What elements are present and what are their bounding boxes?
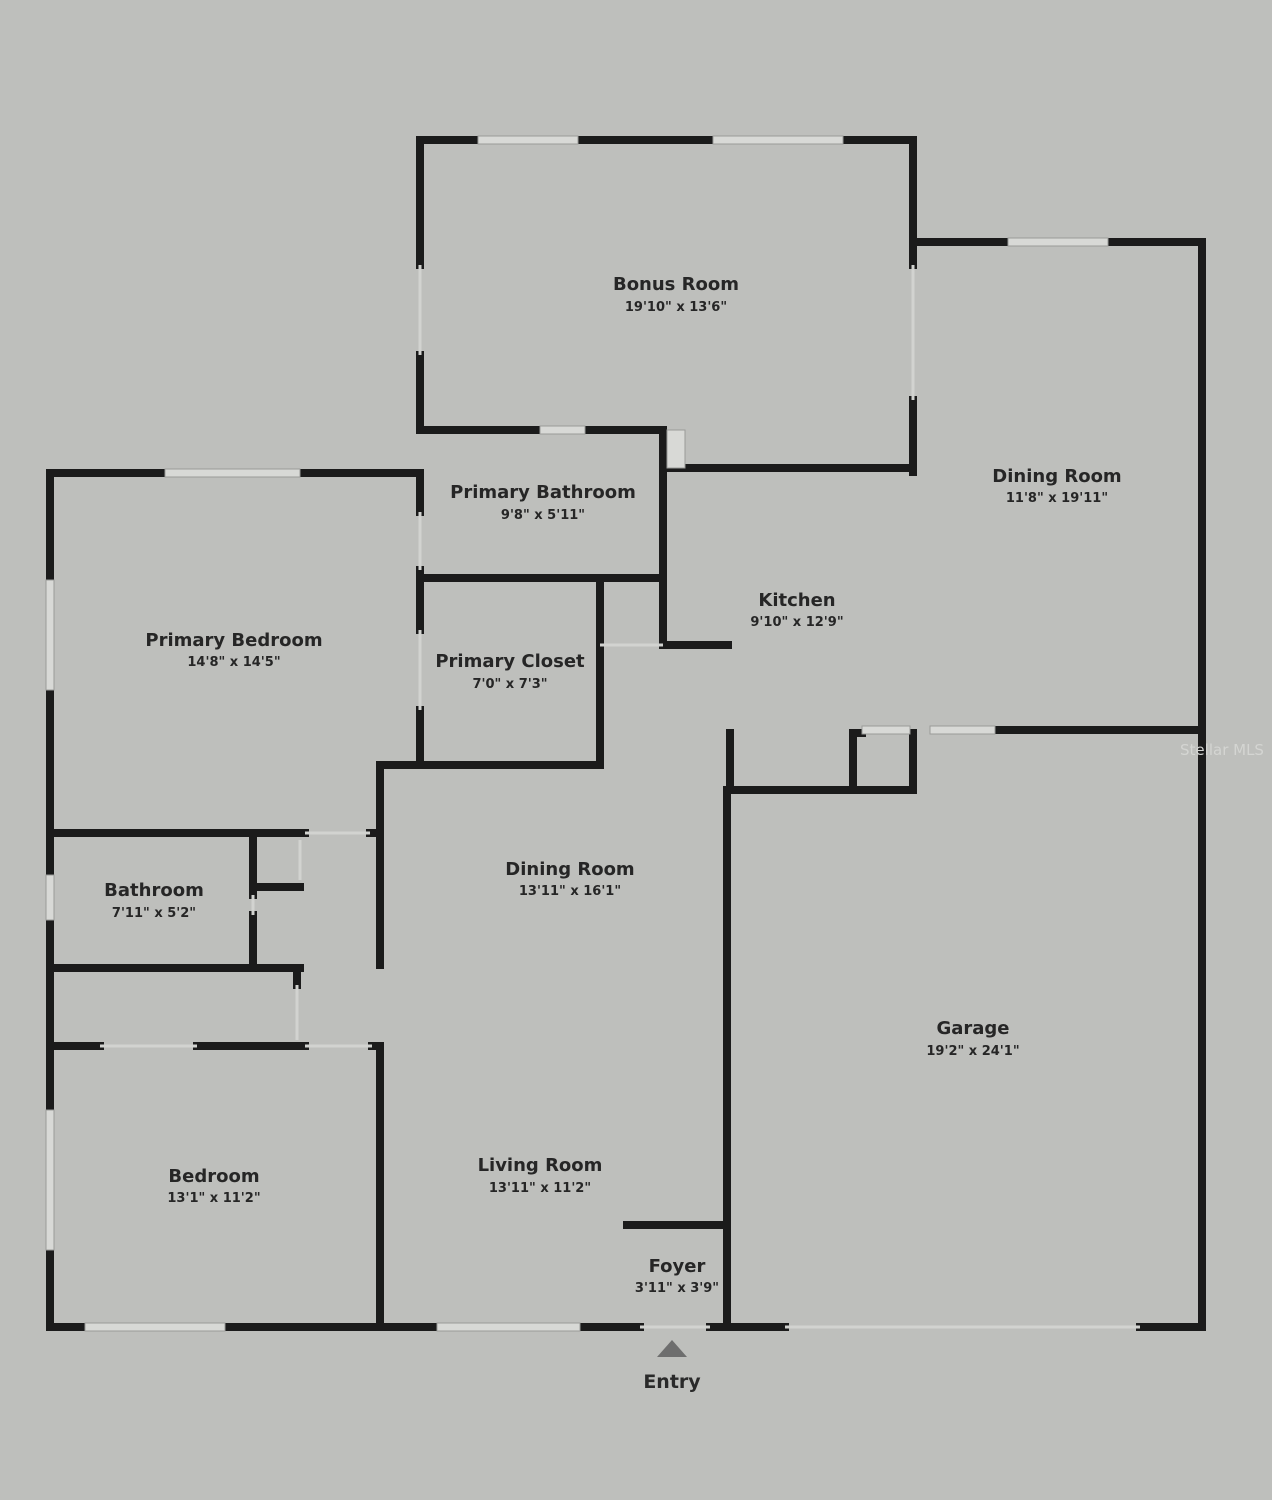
room-name: Garage xyxy=(936,1018,1009,1039)
window xyxy=(45,874,55,921)
room-name: Bonus Room xyxy=(613,274,739,295)
window xyxy=(164,468,301,478)
window xyxy=(1007,237,1109,247)
room-name: Foyer xyxy=(649,1256,706,1277)
room-dimensions: 9'10" x 12'9" xyxy=(750,615,843,630)
room-dining-room-central: Dining Room 13'11" x 16'1" xyxy=(505,859,634,899)
room-primary-bedroom: Primary Bedroom 14'8" x 14'5" xyxy=(145,630,322,670)
room-name: Primary Closet xyxy=(435,651,585,672)
room-primary-closet: Primary Closet 7'0" x 7'3" xyxy=(435,651,585,692)
room-dimensions: 7'0" x 7'3" xyxy=(472,677,547,692)
window xyxy=(539,425,586,435)
walls xyxy=(46,136,1206,1331)
room-dimensions: 11'8" x 19'11" xyxy=(1006,491,1108,506)
room-name: Bathroom xyxy=(104,880,204,901)
room-dimensions: 14'8" x 14'5" xyxy=(187,655,280,670)
room-dimensions: 13'1" x 11'2" xyxy=(167,1191,260,1206)
room-bonus-room: Bonus Room 19'10" x 13'6" xyxy=(613,274,739,315)
room-name: Dining Room xyxy=(992,466,1121,487)
room-primary-bathroom: Primary Bathroom 9'8" x 5'11" xyxy=(450,482,636,523)
room-dining-room-east: Dining Room 11'8" x 19'11" xyxy=(992,466,1121,506)
window xyxy=(45,579,55,691)
window xyxy=(84,1322,226,1332)
room-bathroom: Bathroom 7'11" x 5'2" xyxy=(104,880,204,921)
entry-label: Entry xyxy=(643,1371,701,1393)
window xyxy=(929,725,996,735)
room-foyer: Foyer 3'11" x 3'9" xyxy=(635,1256,719,1296)
room-garage: Garage 19'2" x 24'1" xyxy=(926,1018,1019,1059)
window xyxy=(666,429,686,469)
doorways xyxy=(100,265,1140,1329)
window xyxy=(477,135,579,145)
watermark: Stellar MLS xyxy=(1180,741,1264,759)
window xyxy=(45,1109,55,1251)
triangle-up-icon xyxy=(657,1340,687,1357)
room-dimensions: 19'2" x 24'1" xyxy=(926,1044,1019,1059)
room-dimensions: 3'11" x 3'9" xyxy=(635,1281,719,1296)
room-name: Living Room xyxy=(478,1155,603,1176)
room-living-room: Living Room 13'11" x 11'2" xyxy=(478,1155,603,1196)
room-bedroom: Bedroom 13'1" x 11'2" xyxy=(167,1166,260,1206)
room-dimensions: 13'11" x 16'1" xyxy=(519,884,621,899)
room-dimensions: 7'11" x 5'2" xyxy=(112,906,196,921)
window xyxy=(861,725,911,735)
room-name: Primary Bathroom xyxy=(450,482,636,503)
window xyxy=(712,135,844,145)
room-kitchen: Kitchen 9'10" x 12'9" xyxy=(750,590,843,630)
room-name: Bedroom xyxy=(168,1166,259,1187)
room-name: Kitchen xyxy=(758,590,835,611)
room-name: Primary Bedroom xyxy=(145,630,322,651)
windows xyxy=(45,135,1109,1332)
room-dimensions: 19'10" x 13'6" xyxy=(625,300,727,315)
window xyxy=(436,1322,581,1332)
room-dimensions: 13'11" x 11'2" xyxy=(489,1181,591,1196)
room-dimensions: 9'8" x 5'11" xyxy=(501,508,585,523)
room-name: Dining Room xyxy=(505,859,634,880)
